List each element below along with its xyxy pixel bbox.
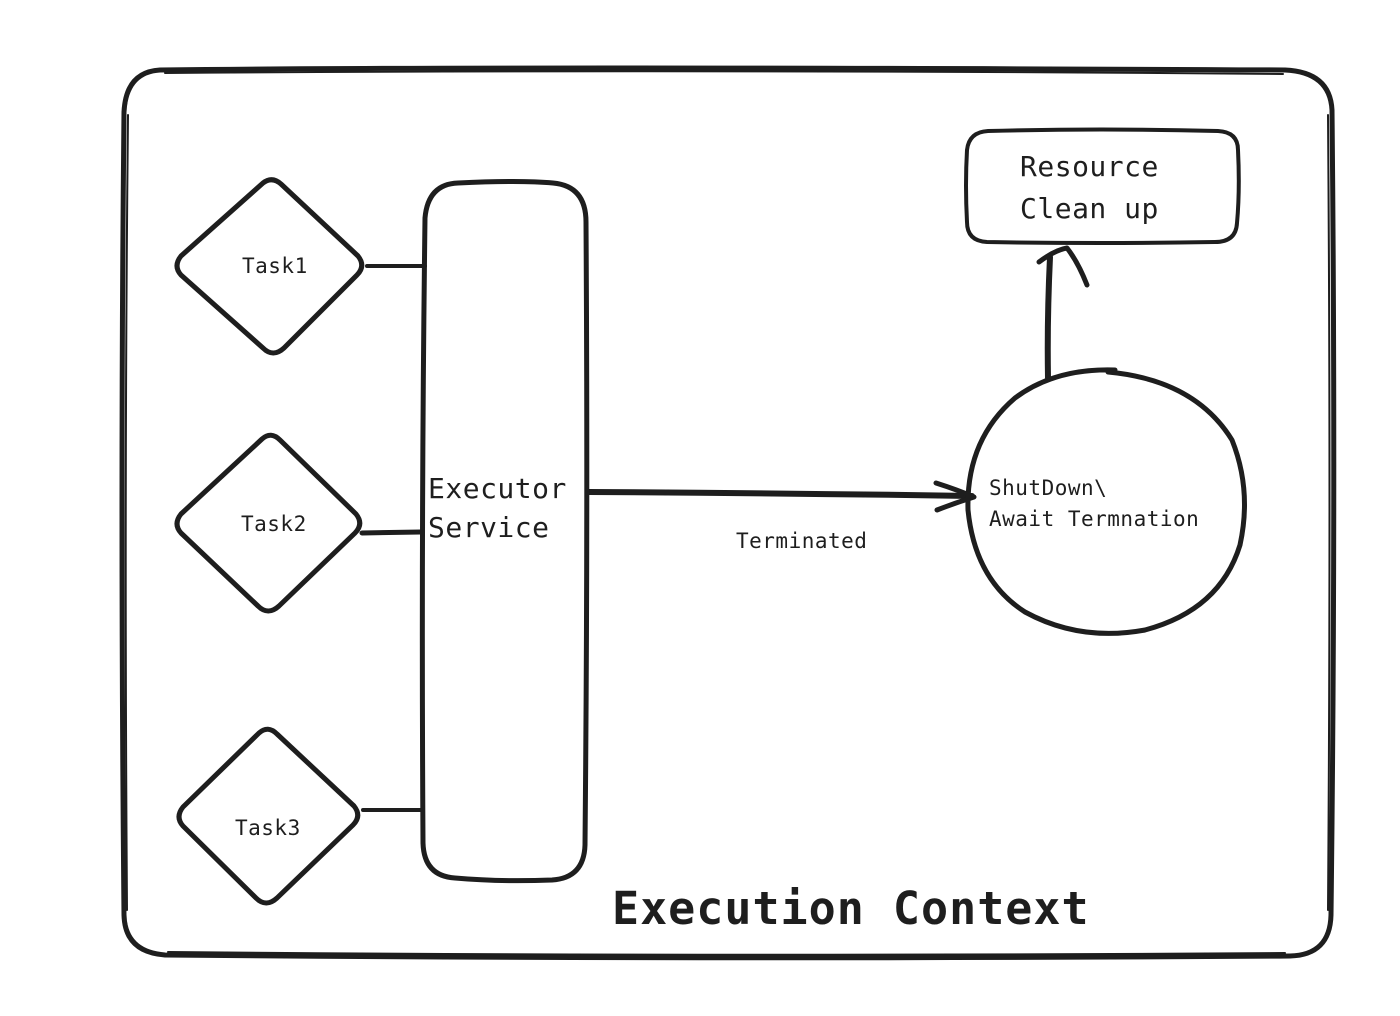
executor-label-line1: Executor: [428, 472, 567, 505]
task3-label: Task3: [235, 816, 301, 840]
terminated-arrow: [586, 480, 977, 513]
shutdown-label-line2: Await Termnation: [989, 507, 1199, 531]
shutdown-label-line1: ShutDown\: [989, 476, 1107, 500]
executor-label-line2: Service: [428, 511, 550, 544]
resource-cleanup-box: [964, 127, 1241, 245]
task-node-3: [176, 726, 361, 906]
execution-context-box: [119, 65, 1337, 961]
execution-context-label: Execution Context: [612, 882, 1090, 935]
cleanup-arrow: [1036, 245, 1090, 381]
shutdown-node: [965, 367, 1247, 636]
terminated-label: Terminated: [736, 529, 867, 553]
task-node-2: [174, 432, 363, 614]
resource-label-line1: Resource: [1020, 150, 1159, 183]
resource-label-line2: Clean up: [1020, 192, 1159, 225]
task-node-1: [174, 177, 365, 356]
task2-label: Task2: [241, 512, 307, 536]
executor-service-box: [419, 179, 590, 884]
task2-connector: [359, 529, 424, 536]
task1-label: Task1: [242, 254, 308, 278]
